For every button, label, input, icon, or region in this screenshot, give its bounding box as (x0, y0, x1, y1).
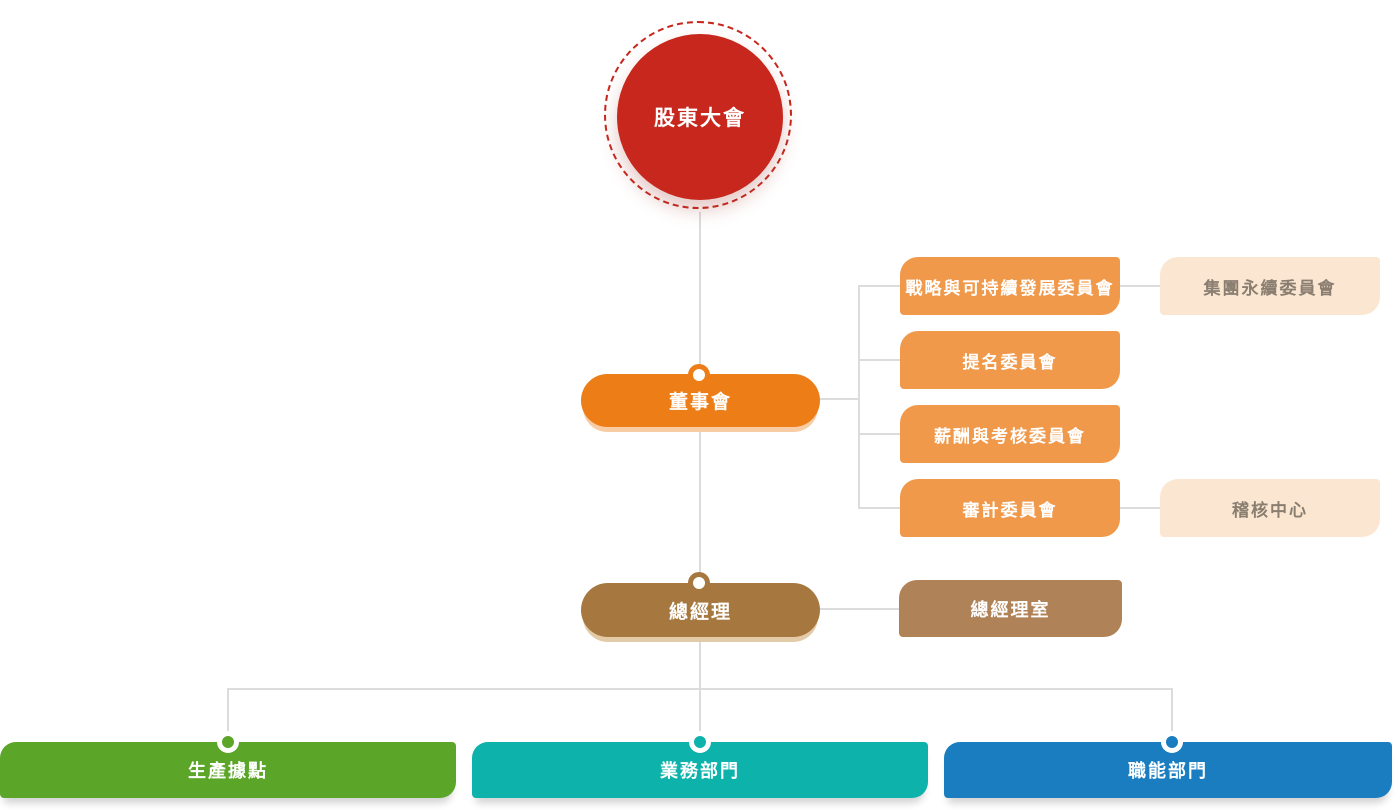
functional-connector-node (1161, 731, 1183, 753)
shareholders-meeting-node: 股東大會 (617, 34, 783, 200)
committee-audit: 審計委員會 (900, 479, 1120, 537)
committee-label: 審計委員會 (962, 500, 1058, 520)
committee-strategy-sustainability: 戰略與可持續發展委員會 (900, 257, 1120, 315)
connector-drop-functional (1171, 690, 1173, 740)
connector-stub-committee-1 (858, 285, 900, 287)
connector-drop-business (699, 690, 701, 740)
shareholders-dashed-ring (604, 21, 792, 209)
gm-connector-node (688, 572, 710, 594)
board-of-directors-label: 董事會 (668, 392, 732, 413)
business-connector-node (689, 731, 711, 753)
connector-gm-to-office (820, 608, 899, 610)
connector-committee1-to-subunit (1120, 285, 1160, 287)
committee-nomination: 提名委員會 (900, 331, 1120, 389)
department-label: 業務部門 (660, 761, 740, 781)
department-label: 生產據點 (188, 761, 268, 781)
connector-departments-rail (227, 688, 1173, 690)
board-connector-node (688, 364, 710, 386)
shareholders-meeting-label: 股東大會 (654, 107, 746, 130)
connector-drop-production (227, 690, 229, 740)
connector-gm-down (699, 637, 701, 689)
gm-office-node: 總經理室 (899, 580, 1122, 637)
committee-label: 薪酬與考核委員會 (934, 426, 1086, 446)
general-manager-label: 總經理 (668, 601, 732, 623)
connector-root-to-board (699, 212, 701, 377)
connector-board-to-spine (820, 398, 859, 400)
subunit-audit-center: 稽核中心 (1160, 479, 1380, 537)
department-functional: 職能部門 (944, 742, 1392, 798)
committee-label: 提名委員會 (962, 352, 1058, 372)
connector-committee-spine (858, 285, 860, 509)
production-connector-node (217, 731, 239, 753)
subunit-label: 稽核中心 (1232, 500, 1308, 520)
connector-stub-committee-2 (858, 359, 900, 361)
connector-board-to-gm (699, 427, 701, 584)
committee-remuneration-assessment: 薪酬與考核委員會 (900, 405, 1120, 463)
committee-label: 戰略與可持續發展委員會 (905, 278, 1115, 298)
subunit-group-sustainability: 集團永續委員會 (1160, 257, 1380, 315)
connector-committee4-to-subunit (1120, 507, 1160, 509)
connector-stub-committee-4 (858, 507, 900, 509)
department-label: 職能部門 (1128, 761, 1208, 781)
connector-stub-committee-3 (858, 433, 900, 435)
gm-office-label: 總經理室 (970, 599, 1051, 620)
subunit-label: 集團永續委員會 (1203, 278, 1337, 298)
